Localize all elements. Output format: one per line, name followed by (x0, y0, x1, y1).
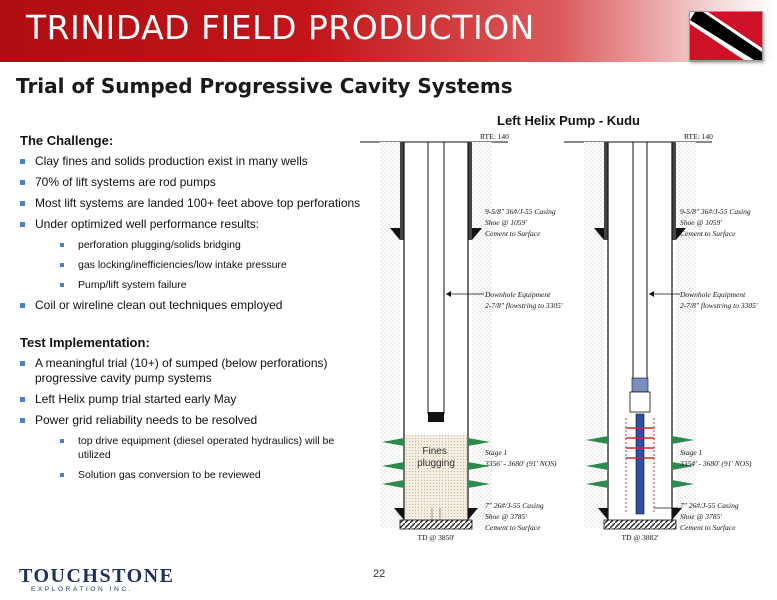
list-item: 70% of lift systems are rod pumps (20, 175, 365, 190)
left-liner-label-3: Cement to Surface (485, 523, 541, 532)
list-item: Power grid reliability needs to be resol… (20, 413, 365, 428)
right-casing-label-1: 9-5/8" 36#/J-55 Casing (680, 207, 751, 216)
svg-text:Fines plugging: Fines plugging (417, 446, 455, 469)
right-td-label: TD @ 3882' (621, 533, 659, 542)
fines-label: Fines (422, 446, 446, 457)
right-stage-label-1: Stage 1 (680, 448, 702, 457)
sub-list-item: perforation plugging/solids bridging (20, 238, 365, 252)
left-casing-label-1: 9-5/8" 36#/J-55 Casing (485, 207, 556, 216)
left-liner-label-2: Shoe @ 3785' (485, 512, 527, 521)
left-td-label: TD @ 3850' (417, 533, 455, 542)
left-stage-label-2: 3356' - 3680' (91' NOS) (484, 459, 557, 468)
right-downhole-label-2: 2-7/8" flowstring to 3305' (680, 301, 758, 310)
banner-title: TRINIDAD FIELD PRODUCTION (26, 8, 535, 47)
list-item: Coil or wireline clean out techniques em… (20, 298, 365, 313)
challenge-heading: The Challenge: (20, 133, 114, 148)
list-item: Under optimized well performance results… (20, 217, 365, 232)
left-liner-label-1: 7" 26#/J-55 Casing (485, 501, 544, 510)
list-item: A meaningful trial (10+) of sumped (belo… (20, 356, 365, 386)
right-rte-label: RTE: 140 (684, 132, 713, 141)
touchstone-logo: TOUCHSTONE EXPLORATION INC. (19, 565, 174, 593)
text-column: The Challenge: Clay fines and solids pro… (20, 133, 365, 488)
sub-list-item: Solution gas conversion to be reviewed (20, 468, 365, 482)
list-item: Left Helix pump trial started early May (20, 392, 365, 407)
left-stage-label-1: Stage 1 (485, 448, 507, 457)
right-casing-label-3: Cement to Surface (680, 229, 736, 238)
title-banner: TRINIDAD FIELD PRODUCTION (0, 0, 777, 62)
left-downhole-label-1: Downhole Equipment (484, 290, 551, 299)
list-item: Most lift systems are landed 100+ feet a… (20, 196, 365, 211)
logo-subtitle: EXPLORATION INC. (31, 586, 134, 593)
sub-list-item: top drive equipment (diesel operated hyd… (20, 434, 365, 462)
right-liner-label-2: Shoe @ 3785' (680, 512, 722, 521)
right-casing-label-2: Shoe @ 1059' (680, 218, 722, 227)
right-stage-label-2: 3354' - 3680' (91' NOS) (679, 459, 752, 468)
page-number: 22 (373, 568, 386, 580)
left-casing-label-3: Cement to Surface (485, 229, 541, 238)
left-downhole-label-2: 2-7/8" flowstring to 3305' (485, 301, 563, 310)
challenge-list: Clay fines and solids production exist i… (20, 154, 365, 313)
implementation-list: A meaningful trial (10+) of sumped (belo… (20, 356, 365, 482)
diagram-title: Left Helix Pump - Kudu (497, 113, 640, 128)
left-rte-label: RTE: 140 (480, 132, 509, 141)
list-item: Clay fines and solids production exist i… (20, 154, 365, 169)
left-casing-label-2: Shoe @ 1059' (485, 218, 527, 227)
left-wellbore: RTE: 140 Fines plugging (360, 132, 563, 542)
implementation-heading: Test Implementation: (20, 335, 150, 350)
wellbore-diagrams: RTE: 140 Fines plugging (360, 132, 758, 542)
sub-list-item: Pump/lift system failure (20, 278, 365, 292)
right-liner-label-3: Cement to Surface (680, 523, 736, 532)
sub-list-item: gas locking/inefficiencies/low intake pr… (20, 258, 365, 272)
right-wellbore: RTE: 140 (564, 132, 758, 542)
trinidad-flag-icon (689, 11, 763, 61)
right-liner-label-1: 7" 26#/J-55 Casing (680, 501, 739, 510)
slide-subtitle: Trial of Sumped Progressive Cavity Syste… (16, 74, 513, 98)
right-downhole-label-1: Downhole Equipment (679, 290, 746, 299)
logo-wordmark: TOUCHSTONE (19, 565, 175, 587)
